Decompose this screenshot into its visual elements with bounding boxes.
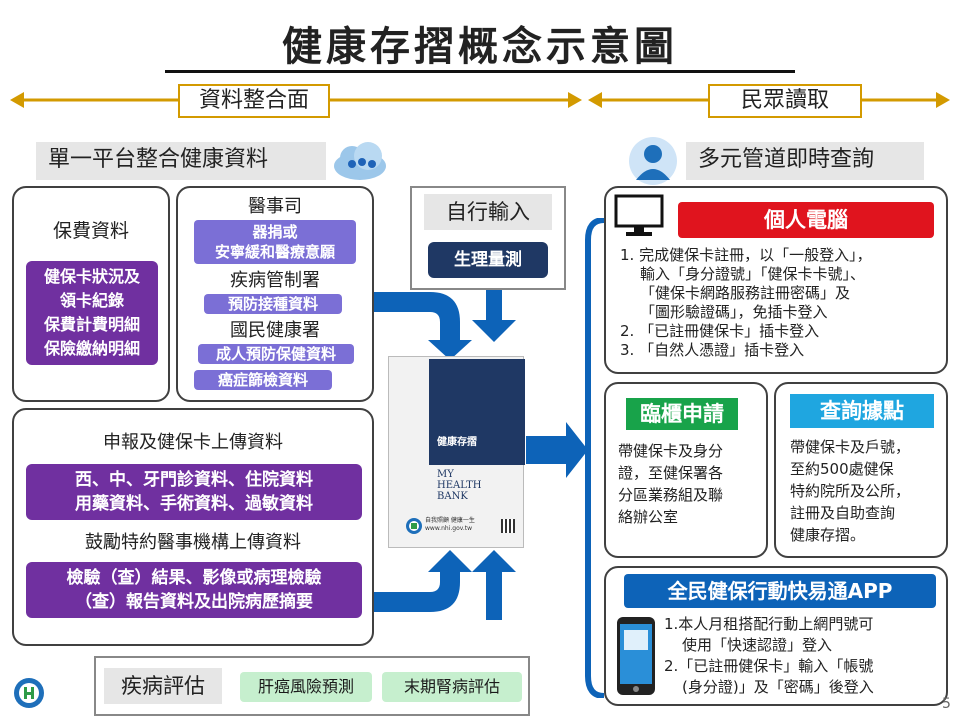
pc-line: 輸入「身分證號」「健保卡卡號」、 xyxy=(640,265,866,283)
header-data-integration: 資料整合面 xyxy=(178,84,330,118)
pc-line: 2. 「已註冊健保卡」插卡登入 xyxy=(620,322,820,340)
counter-line: 證，至健保署各 xyxy=(618,464,724,482)
phone-icon xyxy=(617,617,655,695)
app-label: 全民健保行動快易通APP xyxy=(624,574,936,608)
header-public-access: 民眾讀取 xyxy=(708,84,862,118)
self-input-label: 自行輸入 xyxy=(424,194,552,230)
book-cover-band: 健康存摺 xyxy=(429,359,525,465)
app-line: 1.本人月租搭配行動上網門號可 xyxy=(664,615,874,633)
computer-icon xyxy=(614,194,664,236)
claims-box: 申報及健保卡上傳資料 西、中、牙門診資料、住院資料 用藥資料、手術資料、過敏資料… xyxy=(12,408,374,646)
pc-label: 個人電腦 xyxy=(678,202,934,238)
pc-instructions: 1. 完成健保卡註冊，以「一般登入」， 輸入「身分證號」「健保卡卡號」、 「健保… xyxy=(620,246,946,360)
app-box: 全民健保行動快易通APP 1.本人月租搭配行動上網門號可 使用「快速認證」登入 … xyxy=(604,566,948,706)
claims-label: 申報及健保卡上傳資料 xyxy=(103,432,283,453)
agency-item: 成人預防保健資料 xyxy=(198,344,354,364)
app-line: 2.「已註冊健保卡」輸入「帳號 xyxy=(664,657,874,675)
self-input-item: 生理量測 xyxy=(428,242,548,278)
upload-item: （查）報告資料及出院病歷摘要 xyxy=(75,592,313,612)
counter-label: 臨櫃申請 xyxy=(626,398,738,430)
pc-line: 3. 「自然人憑證」插卡登入 xyxy=(620,341,805,359)
agency-name: 國民健康署 xyxy=(230,320,320,341)
counter-line: 絡辦公室 xyxy=(618,508,679,526)
disease-eval-item: 末期腎病評估 xyxy=(382,672,522,702)
agency-item: 癌症篩檢資料 xyxy=(194,370,332,390)
book-english-line: MY xyxy=(437,469,454,480)
book-url: www.nhi.gov.tw xyxy=(425,525,472,532)
left-heading: 單一平台整合健康資料 xyxy=(36,142,326,180)
query-line: 特約院所及公所， xyxy=(790,482,911,500)
premium-items: 健保卡狀況及 領卡紀錄 保費計費明細 保險繳納明細 xyxy=(26,261,158,365)
query-box: 查詢據點 帶健保卡及戶號， 至約500處健保 特約院所及公所， 註冊及自助查詢 … xyxy=(774,382,948,558)
query-line: 健康存摺。 xyxy=(790,526,866,544)
query-line: 註冊及自助查詢 xyxy=(790,504,896,522)
app-line: (身分證)」及「密碼」後登入 xyxy=(682,678,874,696)
claims-item: 用藥資料、手術資料、過敏資料 xyxy=(75,494,313,514)
pc-box: 個人電腦 1. 完成健保卡註冊，以「一般登入」， 輸入「身分證號」「健保卡卡號」… xyxy=(604,186,948,374)
premium-label: 保費資料 xyxy=(52,220,129,242)
query-line: 帶健保卡及戶號， xyxy=(790,438,911,456)
premium-box: 保費資料 健保卡狀況及 領卡紀錄 保費計費明細 保險繳納明細 xyxy=(12,186,170,402)
agency-item: 預防接種資料 xyxy=(204,294,342,314)
premium-item: 保費計費明細 xyxy=(43,315,140,334)
disease-eval-item: 肝癌風險預測 xyxy=(240,672,372,702)
upload-items: 檢驗（查）結果、影像或病理檢驗 （查）報告資料及出院病歷摘要 xyxy=(26,562,362,618)
page-title: 健康存摺概念示意圖 xyxy=(282,24,678,70)
health-bank-book: 健康存摺 MY HEALTH BANK 自我照顧 健康一生 www.nhi.go… xyxy=(388,356,525,548)
book-footer: 自我照顧 健康一生 www.nhi.gov.tw xyxy=(425,517,475,533)
counter-box: 臨櫃申請 帶健保卡及身分 證，至健保署各 分區業務組及聯 絡辦公室 xyxy=(604,382,768,558)
book-english-line: HEALTH xyxy=(437,480,482,491)
upload-label: 鼓勵特約醫事機構上傳資料 xyxy=(85,532,301,553)
book-footer-text: 自我照顧 健康一生 xyxy=(425,517,475,524)
book-english: MY HEALTH BANK xyxy=(437,469,481,502)
pc-line: 「健保卡網路服務註冊密碼」及 xyxy=(640,284,851,302)
nhi-logo-icon xyxy=(406,518,422,534)
user-icon xyxy=(629,137,677,185)
counter-line: 帶健保卡及身分 xyxy=(618,442,724,460)
agency-name: 疾病管制署 xyxy=(230,270,320,291)
agencies-box: 醫事司 器捐或 安寧緩和醫療意願 疾病管制署 預防接種資料 國民健康署 成人預防… xyxy=(176,186,374,402)
disease-eval-label: 疾病評估 xyxy=(104,668,222,704)
claims-item: 西、中、牙門診資料、住院資料 xyxy=(75,470,313,490)
premium-item: 領卡紀錄 xyxy=(59,291,124,310)
book-title: 健康存摺 xyxy=(437,437,477,448)
cloud-icon xyxy=(334,142,386,180)
query-line: 至約500處健保 xyxy=(790,460,894,478)
page-number: 5 xyxy=(942,696,951,712)
agency-item-line: 器捐或 xyxy=(252,223,298,241)
pc-line: 1. 完成健保卡註冊，以「一般登入」， xyxy=(620,246,872,264)
self-input-box: 自行輸入 生理量測 xyxy=(410,186,566,290)
counter-text: 帶健保卡及身分 證，至健保署各 分區業務組及聯 絡辦公室 xyxy=(618,440,766,528)
agency-name: 醫事司 xyxy=(248,196,302,217)
pc-line: 「圖形驗證碼」，免插卡登入 xyxy=(640,303,828,321)
agency-item: 器捐或 安寧緩和醫療意願 xyxy=(194,220,356,264)
agency-item-line: 安寧緩和醫療意願 xyxy=(214,243,335,261)
claims-items: 西、中、牙門診資料、住院資料 用藥資料、手術資料、過敏資料 xyxy=(26,464,362,520)
nhi-logo-icon xyxy=(14,678,44,708)
app-instructions: 1.本人月租搭配行動上網門號可 使用「快速認證」登入 2.「已註冊健保卡」輸入「… xyxy=(664,614,946,698)
title-underline xyxy=(165,70,795,73)
query-label: 查詢據點 xyxy=(790,394,934,428)
counter-line: 分區業務組及聯 xyxy=(618,486,724,504)
right-heading: 多元管道即時查詢 xyxy=(686,142,924,180)
app-line: 使用「快速認證」登入 xyxy=(682,636,833,654)
premium-item: 健保卡狀況及 xyxy=(43,267,140,286)
disease-eval-box: 疾病評估 肝癌風險預測 末期腎病評估 xyxy=(94,656,530,716)
upload-item: 檢驗（查）結果、影像或病理檢驗 xyxy=(66,568,322,588)
premium-item: 保險繳納明細 xyxy=(43,339,140,358)
channels-bracket xyxy=(585,218,605,698)
qr-code-icon xyxy=(501,519,515,533)
data-flow-arrows xyxy=(374,290,588,620)
book-english-line: BANK xyxy=(437,491,468,502)
query-text: 帶健保卡及戶號， 至約500處健保 特約院所及公所， 註冊及自助查詢 健康存摺。 xyxy=(790,436,946,546)
